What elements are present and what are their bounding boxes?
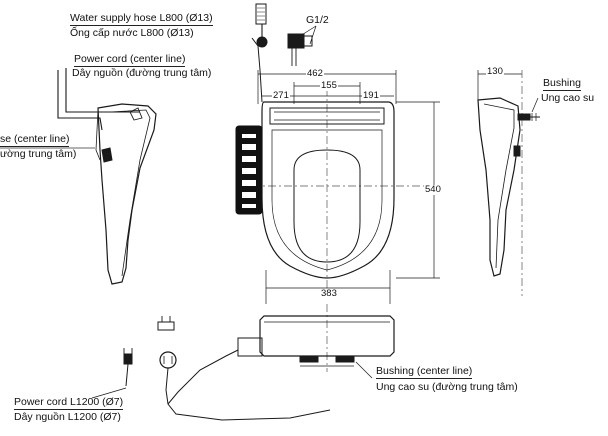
bushing-center-label-en: Bushing (center line) xyxy=(376,365,473,379)
top-view xyxy=(235,3,440,304)
rear-view xyxy=(91,304,395,421)
water-hose-label-vi: Ống cấp nước L800 (Ø13) xyxy=(70,27,194,39)
hose-center-label-vi: ường trung tâm) xyxy=(0,148,77,160)
right-side-view xyxy=(477,70,540,296)
bushing-label-vi: Ung cao su xyxy=(541,92,595,104)
dim-right: 191 xyxy=(362,90,380,101)
power-center-label-en: Power cord (center line) xyxy=(74,53,186,67)
dim-width-bottom: 383 xyxy=(320,288,338,299)
dim-left: 271 xyxy=(272,90,290,101)
dim-depth: 540 xyxy=(424,184,442,195)
power-center-label-vi: Dây nguồn (đường trung tâm) xyxy=(72,67,212,79)
dim-side-width: 130 xyxy=(486,66,504,77)
power-cord-label-vi: Dây nguồn L1200 (Ø7) xyxy=(14,411,121,423)
bushing-label-en: Bushing xyxy=(543,77,581,91)
power-cord-label-en: Power cord L1200 (Ø7) xyxy=(14,396,124,410)
dim-width-top: 462 xyxy=(306,68,324,79)
hose-center-label-en: se (center line) xyxy=(0,133,70,147)
left-side-view xyxy=(0,68,157,285)
dim-center: 155 xyxy=(320,80,338,91)
bushing-center-label-vi: Ung cao su (đường trung tâm) xyxy=(376,381,518,393)
thread-label: G1/2 xyxy=(306,14,329,26)
water-hose-label-en: Water supply hose L800 (Ø13) xyxy=(70,12,213,26)
